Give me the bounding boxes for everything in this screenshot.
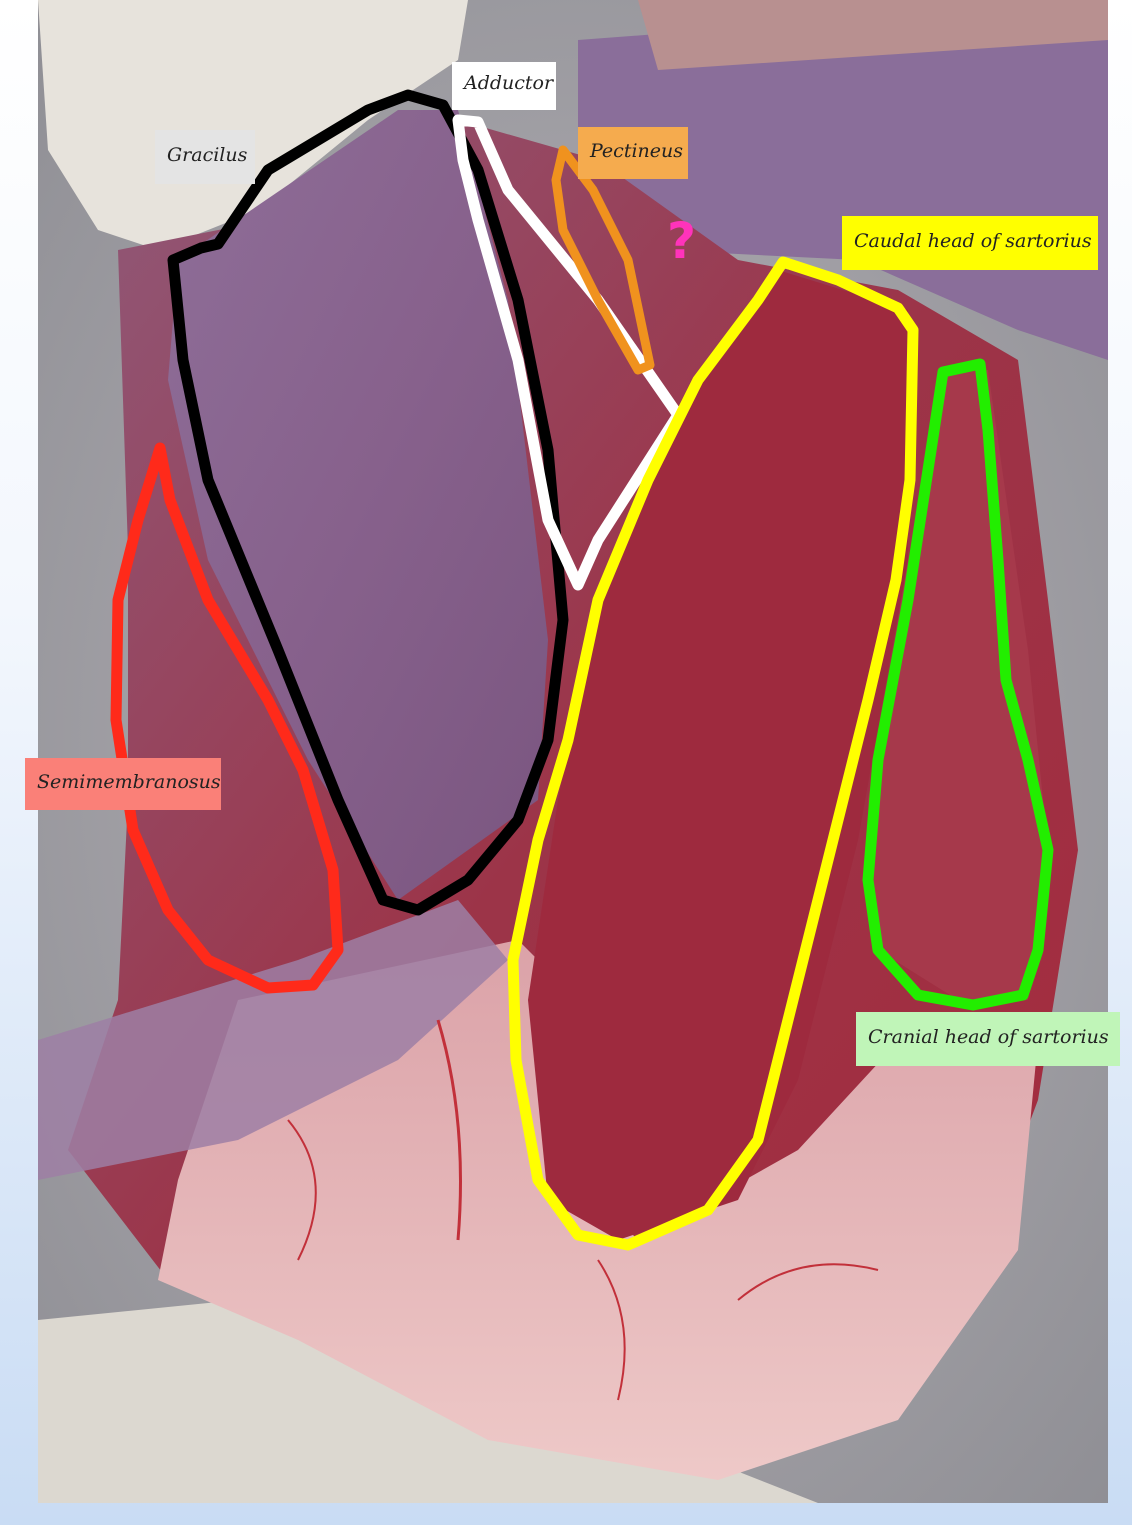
caudal-sartorius-label: Caudal head of sartorius — [842, 216, 1098, 270]
cranial-sartorius-outline — [862, 358, 1054, 1011]
adductor-outline — [452, 114, 684, 591]
semimembranosus-label: Semimembranosus — [25, 758, 221, 810]
gracilus-label: Gracilus — [155, 130, 255, 184]
pectineus-label: Pectineus — [578, 127, 688, 179]
caudal-sartorius-outline — [507, 256, 919, 1251]
adductor-label: Adductor — [452, 62, 556, 110]
semimembranosus-outline — [110, 442, 344, 994]
question-mark-annotation: ? — [667, 212, 697, 270]
gracilus-outline — [167, 89, 569, 916]
pectineus-outline — [551, 145, 655, 375]
cranial-sartorius-label: Cranial head of sartorius — [856, 1012, 1120, 1066]
